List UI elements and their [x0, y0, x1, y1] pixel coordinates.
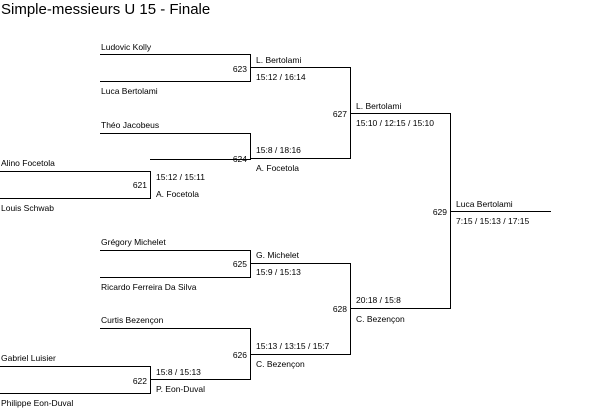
final-winner: Luca Bertolami	[456, 199, 513, 209]
player-name-top: Gabriel Luisier	[1, 353, 56, 363]
match-number: 629	[432, 207, 447, 217]
match-winner: L. Bertolami	[356, 101, 402, 111]
player-name-top: Ludovic Kolly	[101, 42, 152, 52]
bracket-line	[250, 158, 351, 159]
bracket-line	[150, 366, 151, 394]
bracket-line	[350, 113, 451, 114]
player-name-top: Théo Jacobeus	[101, 120, 160, 130]
match-number: 621	[132, 180, 147, 190]
page-title: Simple-messieurs U 15 - Finale	[1, 1, 211, 18]
match-score: 15:8 / 15:13	[156, 367, 201, 377]
bracket-line	[250, 354, 351, 355]
bracket-line	[100, 328, 251, 329]
bracket-line	[150, 159, 251, 160]
player-name-bottom: Philippe Eon-Duval	[1, 398, 74, 408]
bracket-line	[350, 308, 451, 309]
match-number: 625	[232, 259, 247, 269]
player-name-bottom: Luca Bertolami	[101, 86, 158, 96]
match-number: 628	[332, 304, 347, 314]
bracket-line	[100, 133, 251, 134]
match-score: 15:9 / 15:13	[256, 267, 301, 277]
bracket-line	[250, 54, 251, 82]
bracket-line	[150, 379, 251, 380]
match-score: 15:8 / 18:16	[256, 145, 301, 155]
match-winner: L. Bertolami	[256, 55, 302, 65]
bracket-line	[0, 198, 151, 199]
match-score: 7:15 / 15:13 / 17:15	[456, 216, 530, 226]
bracket-line	[150, 171, 151, 199]
bracket-line	[450, 211, 551, 212]
match-number: 626	[232, 350, 247, 360]
bracket-line	[0, 366, 151, 367]
match-winner: C. Bezençon	[256, 359, 305, 369]
player-name-top: Alino Focetola	[1, 158, 55, 168]
match-score: 15:12 / 16:14	[256, 72, 306, 82]
bracket-line	[0, 393, 151, 394]
bracket-line	[0, 171, 151, 172]
bracket-line	[100, 54, 251, 55]
bracket-line	[250, 263, 351, 264]
match-number: 623	[232, 64, 247, 74]
match-winner: P. Eon-Duval	[156, 384, 205, 394]
player-name-bottom: Louis Schwab	[1, 203, 54, 213]
match-score: 15:10 / 12:15 / 15:10	[356, 118, 434, 128]
bracket-line	[250, 250, 251, 278]
player-name-top: Grégory Michelet	[101, 237, 166, 247]
match-winner: A. Focetola	[156, 189, 199, 199]
bracket-line	[100, 250, 251, 251]
match-score: 15:12 / 15:11	[156, 172, 205, 182]
match-winner: C. Bezençon	[356, 314, 405, 324]
player-name-bottom: Ricardo Ferreira Da Silva	[101, 282, 197, 292]
bracket-line	[250, 67, 351, 68]
player-name-top: Curtis Bezençon	[101, 315, 164, 325]
match-score: 15:13 / 13:15 / 15:7	[256, 341, 330, 351]
match-winner: A. Focetola	[256, 163, 299, 173]
match-number: 627	[332, 109, 347, 119]
match-winner: G. Michelet	[256, 250, 299, 260]
bracket-line	[100, 277, 251, 278]
match-number: 622	[132, 376, 147, 386]
bracket-line	[100, 81, 251, 82]
bracket-line	[250, 133, 251, 160]
match-score: 20:18 / 15:8	[356, 295, 401, 305]
bracket-line	[350, 263, 351, 355]
